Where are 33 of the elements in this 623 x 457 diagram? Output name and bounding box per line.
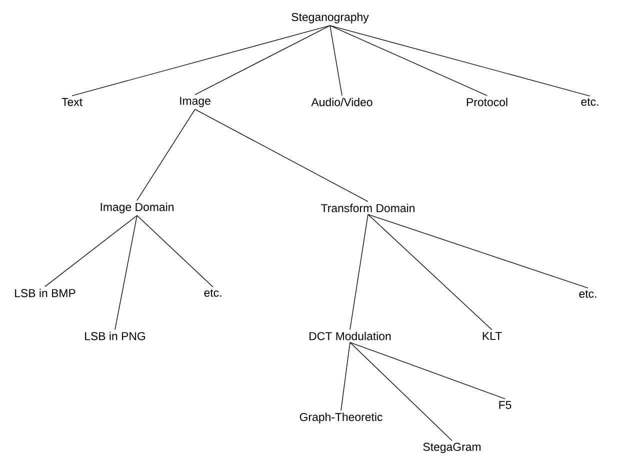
tree-line [72,25,330,96]
tree-line [340,342,350,411]
tree-line [114,215,138,330]
node-label: Graph-Theoretic [300,412,382,424]
tree-line [350,214,368,330]
tree-line [194,25,330,96]
node-label: Image [180,96,210,108]
tree-line [330,25,488,96]
tree-line [194,108,368,202]
node-label: DCT Modulation [310,332,391,340]
tree-line [136,108,196,201]
node-label: KLT [482,332,502,340]
tree-line [350,342,506,400]
tree-line [136,215,214,288]
node-label: Transform Domain [321,204,414,212]
node-label: StegaGram [423,442,481,454]
node-label: etc. [579,290,596,298]
node-label: Audio/Video [311,98,372,106]
tree-line [368,214,588,288]
node-label: Steganography [292,12,369,24]
node-label: etc. [204,289,222,297]
node-label: LSB in BMP [15,288,76,298]
node-label: Protocol [466,98,508,106]
tree-line [350,342,452,441]
tree-line [330,25,590,96]
node-label: etc. [581,98,598,106]
node-label: Text [62,98,82,106]
node-label: F5 [499,401,512,409]
node-label: LSB in PNG [85,332,145,340]
tree-line [330,25,342,96]
tree-line [44,215,138,287]
tree-line [368,214,492,330]
node-label: Image Domain [100,202,174,214]
